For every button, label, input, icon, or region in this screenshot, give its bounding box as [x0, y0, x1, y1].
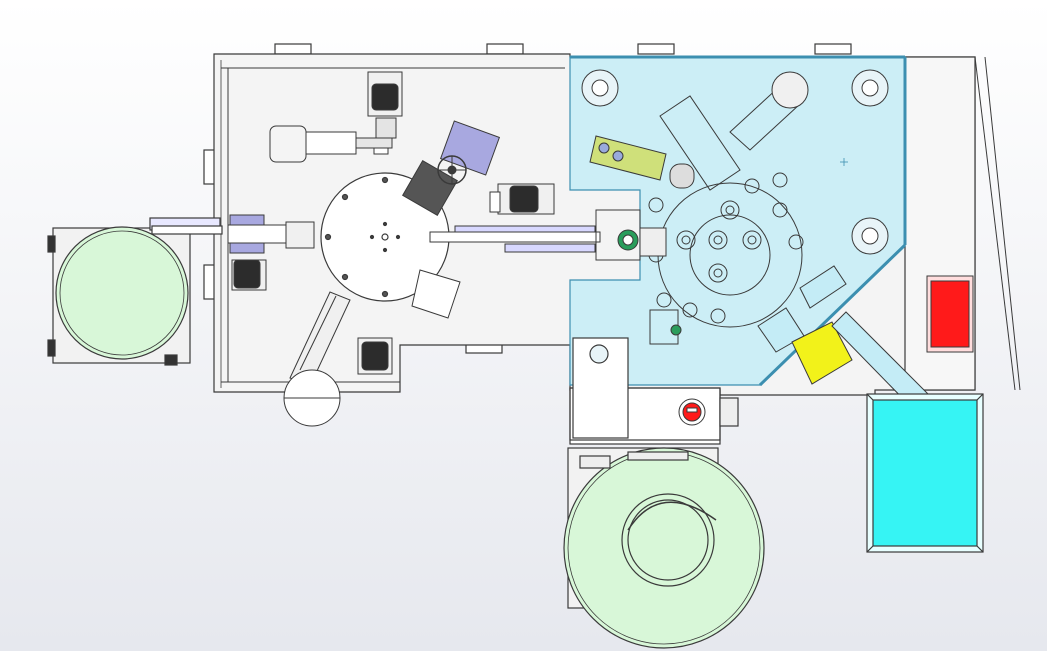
- left-feeder-bowl: [47, 217, 223, 366]
- bottom-feeder-bowl: [563, 447, 765, 649]
- feed-mechanism-right: [589, 71, 809, 261]
- origin-marker: [840, 158, 848, 166]
- station-cylinder-left: [269, 125, 393, 163]
- station-top-motor: [367, 71, 403, 155]
- station-bottom-slide: [283, 291, 393, 427]
- mounting-bosses: [581, 69, 889, 255]
- control-panel: [569, 337, 739, 445]
- station-bracket-purple: [401, 120, 501, 217]
- station-left-pusher: [227, 214, 315, 291]
- emergency-stop-icon[interactable]: [678, 398, 706, 426]
- reject-bin-cyan: [866, 393, 984, 553]
- status-light-red: [926, 275, 974, 353]
- rotary-dial-right: [648, 172, 804, 328]
- transfer-rail: [411, 225, 601, 319]
- discharge-chute: [649, 265, 931, 411]
- station-center-motor: [489, 183, 555, 215]
- glass-guard-panel: [569, 55, 907, 387]
